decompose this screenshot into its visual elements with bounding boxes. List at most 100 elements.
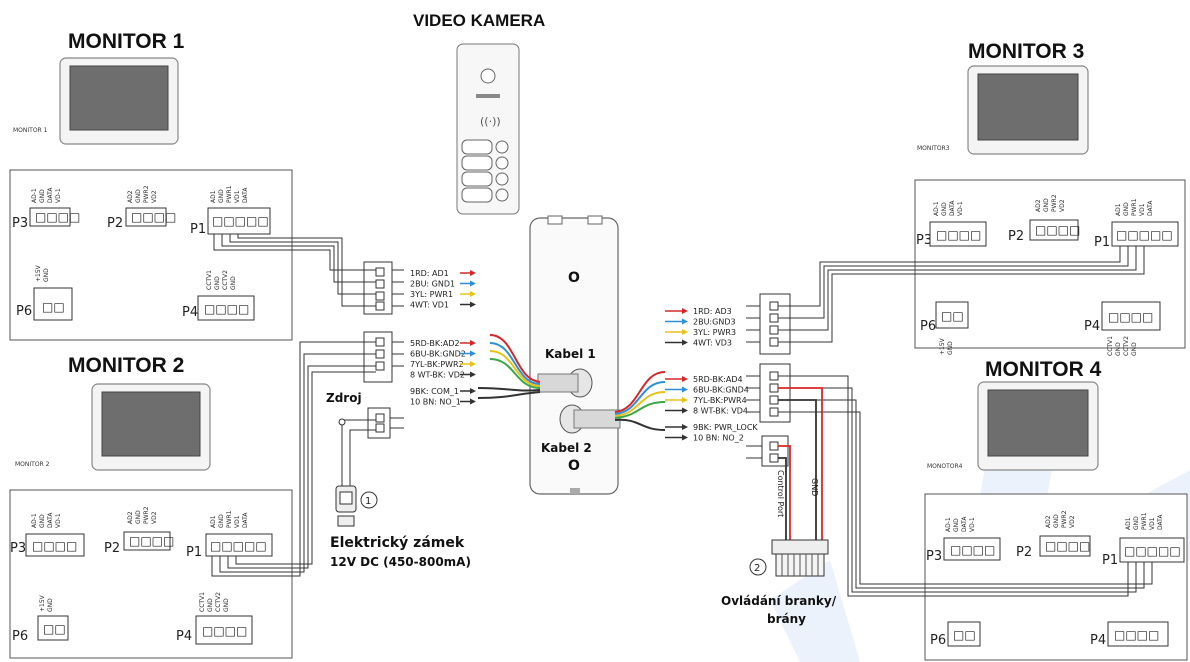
- cable2-label-2: 2BU:GND3: [693, 318, 736, 327]
- monitor4-label: MONOTOR4: [927, 463, 963, 470]
- svg-text:CCTV1: CCTV1: [1107, 336, 1114, 356]
- cable2-arrow-6: [682, 386, 688, 393]
- svg-text:□□□□□: □□□□□: [210, 539, 267, 553]
- cable1-label-2: 2BU: GND1: [410, 280, 455, 289]
- svg-text:CCTV2: CCTV2: [215, 592, 222, 612]
- svg-text:GND: GND: [947, 341, 954, 355]
- svg-text:□□□□: □□□□: [1108, 310, 1153, 324]
- cable1-arrow-7: [470, 361, 476, 367]
- cable2-arrow-7: [682, 397, 688, 403]
- svg-text:CCTV1: CCTV1: [199, 592, 206, 612]
- svg-text:GND: GND: [207, 598, 214, 612]
- m3-p2-label: P2: [1008, 229, 1024, 244]
- svg-text:VD-1: VD-1: [55, 188, 62, 203]
- cable2-arrow-9: [682, 424, 688, 430]
- svg-text:VD2: VD2: [1069, 515, 1076, 528]
- svg-text:□□: □□: [953, 628, 976, 642]
- svg-text:PWR2: PWR2: [143, 185, 150, 203]
- m4-p3-connector: [943, 537, 1001, 561]
- svg-text:VD1: VD1: [1149, 517, 1156, 530]
- monitor2-label: MONITOR 2: [15, 461, 50, 468]
- m2-p1-label: P1: [186, 545, 202, 560]
- svg-text:GND: GND: [43, 268, 50, 282]
- cable1-label-3: 3YL: PWR1: [410, 290, 453, 299]
- svg-text:□□□□: □□□□: [129, 534, 174, 548]
- svg-text:GND: GND: [39, 189, 46, 203]
- m1-p6-pins: +15V GND: [35, 264, 50, 282]
- svg-text:GND: GND: [1133, 516, 1140, 530]
- svg-text:GND: GND: [941, 202, 948, 216]
- m2-p6-connector: [37, 615, 69, 641]
- svg-text:VD1: VD1: [1139, 203, 1146, 216]
- cable2-label-6: 6BU-BK:GND4: [693, 386, 749, 395]
- svg-text:AD2: AD2: [1045, 515, 1052, 528]
- svg-text:GND: GND: [1043, 198, 1050, 212]
- svg-text:GND: GND: [223, 598, 230, 612]
- m4-p2-pins: AD2 GND PWR2 VD2: [1045, 510, 1076, 528]
- svg-text:□□□□: □□□□: [1045, 539, 1090, 553]
- m3-p1-label: P1: [1094, 235, 1110, 250]
- monitor4-board: P3 AD-1 GND DATA VD-1 □□□□ P2 AD2 GND PW…: [924, 493, 1188, 661]
- m4-p2-label: P2: [1016, 545, 1032, 560]
- svg-text:CCTV2: CCTV2: [222, 270, 229, 290]
- m2-p6-pins: +15V GND: [39, 594, 54, 612]
- m3-p3-pins: AD-1 GND DATA VD-1: [933, 200, 964, 216]
- camera-title: VIDEO KAMERA: [413, 11, 545, 30]
- svg-text:PWR1: PWR1: [226, 510, 233, 528]
- svg-text:AD1: AD1: [1125, 517, 1132, 530]
- m2-p4-connector: [195, 615, 253, 645]
- svg-text:AD-1: AD-1: [945, 517, 952, 532]
- monitor2-device: MONITOR 2: [15, 383, 211, 471]
- m1-p2-pins: AD2 GND PWR2 VD2: [127, 185, 158, 203]
- svg-text:□□□□□: □□□□□: [212, 214, 269, 228]
- monitor1-title: MONITOR 1: [68, 30, 185, 53]
- m1-p3-connector: [29, 207, 71, 227]
- cable2-arrow-8: [682, 407, 688, 414]
- marker-2: 2: [749, 558, 767, 576]
- m1-p3-label: P3: [12, 216, 28, 231]
- svg-text:□□: □□: [941, 309, 964, 323]
- m3-p6-label: P6: [920, 319, 936, 334]
- cable1-arrow-5: [470, 340, 476, 346]
- monitor3-device: MONITOR3: [917, 65, 1089, 155]
- svg-text:GND: GND: [135, 189, 142, 203]
- svg-text:DATA: DATA: [242, 187, 249, 203]
- svg-text:AD2: AD2: [1035, 199, 1042, 212]
- junction-box-left-power: [367, 407, 391, 439]
- cable1-label-9: 9BK: COM_1: [410, 387, 459, 396]
- kabel1-label: Kabel 1: [545, 347, 596, 361]
- cable1-label-5: 5RD-BK:AD2: [410, 339, 460, 348]
- cable2-arrow-1: [682, 308, 688, 314]
- m2-p3-pins: AD-1 GND DATA VD-1: [31, 512, 62, 528]
- m4-p6-label: P6: [930, 633, 946, 648]
- gate-label-line1: Ovládání branky/: [721, 594, 837, 608]
- svg-text:□□□□: □□□□: [950, 543, 995, 557]
- svg-text:AD-1: AD-1: [31, 513, 38, 528]
- svg-text:□□□□: □□□□: [1035, 223, 1080, 237]
- svg-text:□□□□: □□□□: [204, 302, 249, 316]
- svg-text:AD2: AD2: [127, 511, 134, 524]
- svg-text:GND: GND: [218, 514, 225, 528]
- svg-text:+15V: +15V: [939, 337, 946, 355]
- svg-text:AD1: AD1: [1115, 203, 1122, 216]
- m3-p4-pins: CCTV1 GND CCTV2 GND: [1107, 336, 1138, 356]
- svg-text:DATA: DATA: [1157, 514, 1164, 530]
- svg-text:DATA: DATA: [47, 512, 54, 528]
- m4-p1-pins: AD1 GND PWR1 VD1 DATA: [1125, 512, 1164, 530]
- svg-text:PWR1: PWR1: [1131, 198, 1138, 216]
- monitor3-title: MONITOR 3: [968, 40, 1084, 63]
- m2-p4-label: P4: [176, 629, 192, 644]
- cable1-label-10: 10 BN: NO_1: [410, 398, 461, 407]
- cable1-arrow-10: [470, 398, 476, 405]
- gnd-label: GND: [810, 478, 819, 496]
- monitor1-device: MONITOR 1: [13, 57, 179, 145]
- svg-text:1: 1: [365, 496, 371, 507]
- m3-p2-connector: [1029, 219, 1079, 241]
- svg-text:□□□□: □□□□: [1114, 628, 1159, 642]
- svg-text:AD-1: AD-1: [933, 201, 940, 216]
- panel-letter-top: O: [568, 270, 580, 286]
- svg-text:DATA: DATA: [961, 516, 968, 532]
- m2-p2-pins: AD2 GND PWR2 VD2: [127, 506, 158, 524]
